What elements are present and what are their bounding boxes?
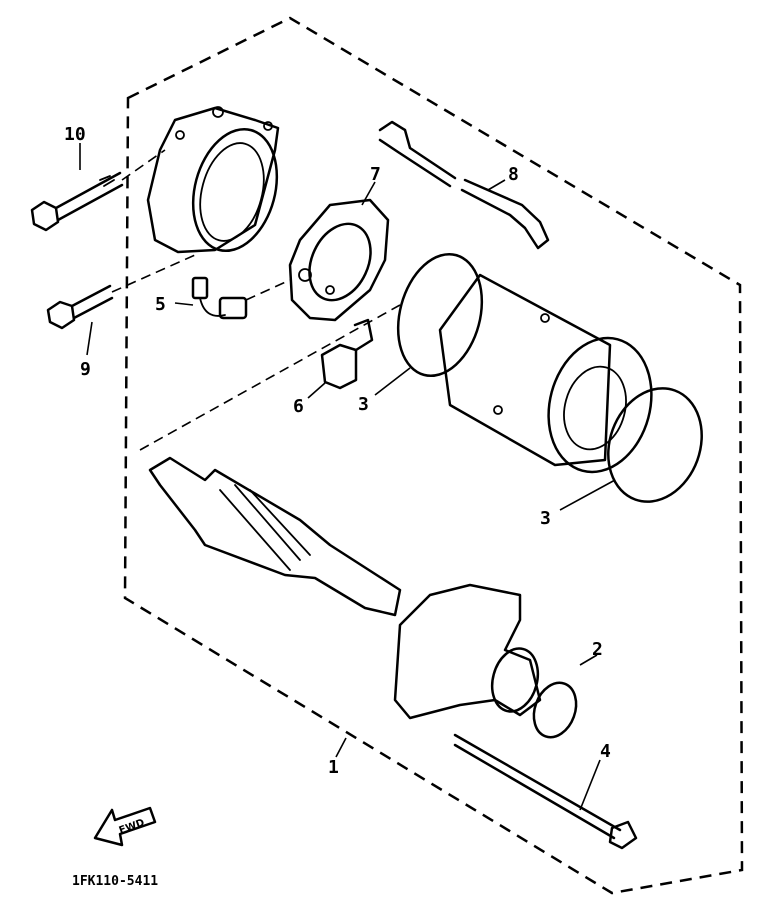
label-5: 5 <box>155 294 166 315</box>
label-3-left: 3 <box>358 394 369 415</box>
bolt-10 <box>30 171 124 232</box>
label-3-right: 3 <box>540 508 551 529</box>
label-2: 2 <box>592 639 603 660</box>
label-10: 10 <box>64 124 86 145</box>
through-bolt-4 <box>453 733 638 850</box>
label-8: 8 <box>508 164 519 185</box>
fwd-arrow-icon: FWD <box>93 806 157 847</box>
label-7: 7 <box>370 164 381 185</box>
o-ring-3-right <box>607 387 703 503</box>
armature <box>148 456 402 617</box>
front-cover <box>393 583 542 720</box>
bolt-9 <box>46 284 114 330</box>
brush-5 <box>191 276 248 320</box>
label-4: 4 <box>600 741 611 762</box>
yoke <box>438 273 653 474</box>
o-ring-2 <box>532 681 578 739</box>
figure-code: 1FK110-5411 <box>72 874 158 889</box>
label-9: 9 <box>80 359 91 380</box>
fwd-label: FWD <box>118 817 146 836</box>
label-6: 6 <box>293 396 304 417</box>
brush-plate-7 <box>288 198 390 322</box>
rear-cover <box>146 106 280 254</box>
brush-holder-6 <box>320 318 374 390</box>
o-ring-3-left <box>396 252 484 378</box>
label-1: 1 <box>328 757 339 778</box>
assembly-boundary <box>123 16 744 895</box>
lead-wire-8 <box>378 120 550 250</box>
